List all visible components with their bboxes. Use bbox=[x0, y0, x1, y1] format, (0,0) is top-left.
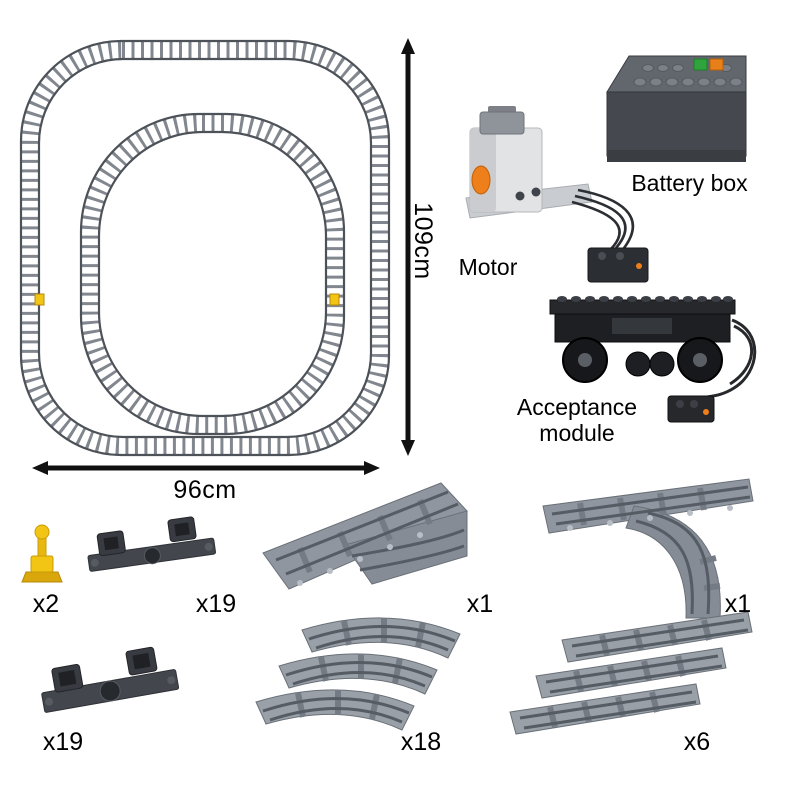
qty-signal-lever: x2 bbox=[32, 590, 60, 618]
height-dimension-label: 109cm bbox=[409, 202, 437, 280]
track-layout-graphic bbox=[19, 39, 391, 457]
part-switch-track-right-graphic bbox=[542, 478, 754, 619]
acceptance-module-graphic bbox=[549, 296, 757, 423]
switch-lever-markers bbox=[34, 293, 340, 306]
qty-wheel-holder-large: x19 bbox=[42, 728, 84, 756]
motor-label: Motor bbox=[458, 254, 518, 280]
qty-straight-track: x6 bbox=[683, 728, 711, 756]
part-wheel-holder-large-graphic bbox=[41, 646, 180, 713]
battery-box-graphic bbox=[606, 55, 747, 162]
part-straight-tracks-graphic bbox=[510, 611, 753, 734]
qty-switch-track-right: x1 bbox=[724, 590, 752, 618]
outer-loop bbox=[19, 39, 391, 457]
bogie-plug-graphic bbox=[667, 395, 715, 423]
motor-graphic bbox=[465, 106, 649, 283]
qty-switch-track-left: x1 bbox=[466, 590, 494, 618]
part-switch-track-left-graphic bbox=[262, 482, 468, 590]
vertical-dimension-arrow bbox=[401, 38, 415, 456]
part-wheel-holder-small-graphic bbox=[87, 516, 217, 572]
inner-loop bbox=[79, 112, 346, 436]
horizontal-dimension-arrow bbox=[32, 461, 380, 475]
qty-wheel-holder-small: x19 bbox=[195, 590, 237, 618]
part-curved-tracks-graphic bbox=[256, 617, 461, 730]
battery-box-label: Battery box bbox=[631, 170, 748, 196]
acceptance-module-label: Acceptance module bbox=[516, 394, 638, 447]
connector-brick-graphic bbox=[587, 247, 649, 283]
width-dimension-label: 96cm bbox=[173, 476, 237, 504]
part-signal-lever-graphic bbox=[21, 524, 63, 583]
qty-curved-track: x18 bbox=[400, 728, 442, 756]
